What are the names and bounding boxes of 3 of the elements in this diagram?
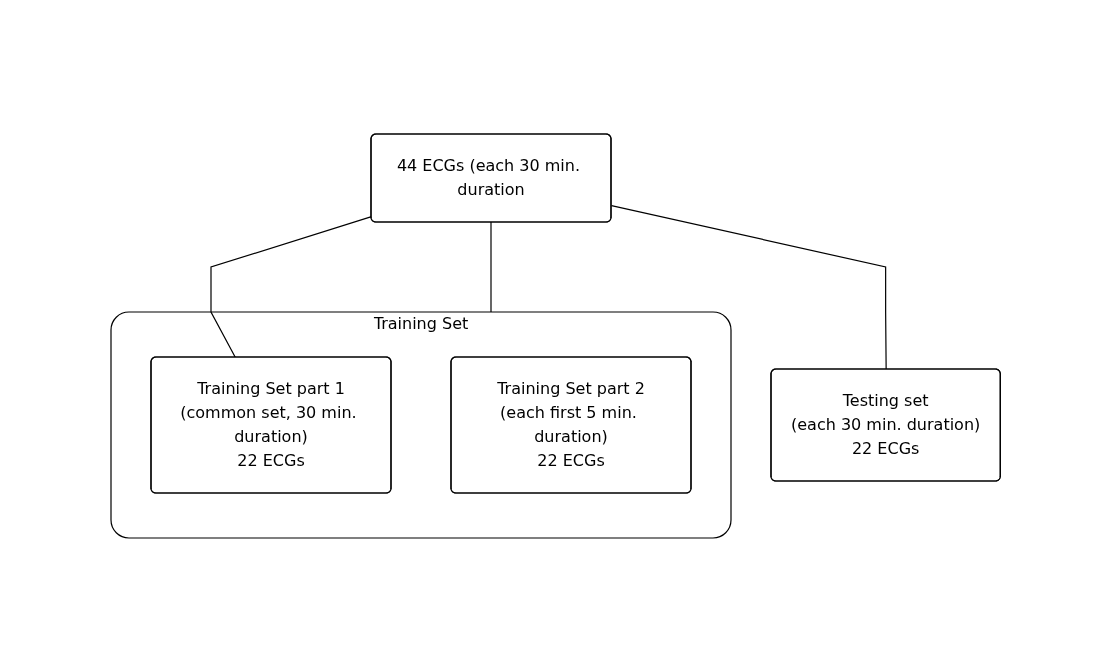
connector <box>490 220 492 313</box>
connector <box>611 204 888 370</box>
connector <box>210 215 373 358</box>
